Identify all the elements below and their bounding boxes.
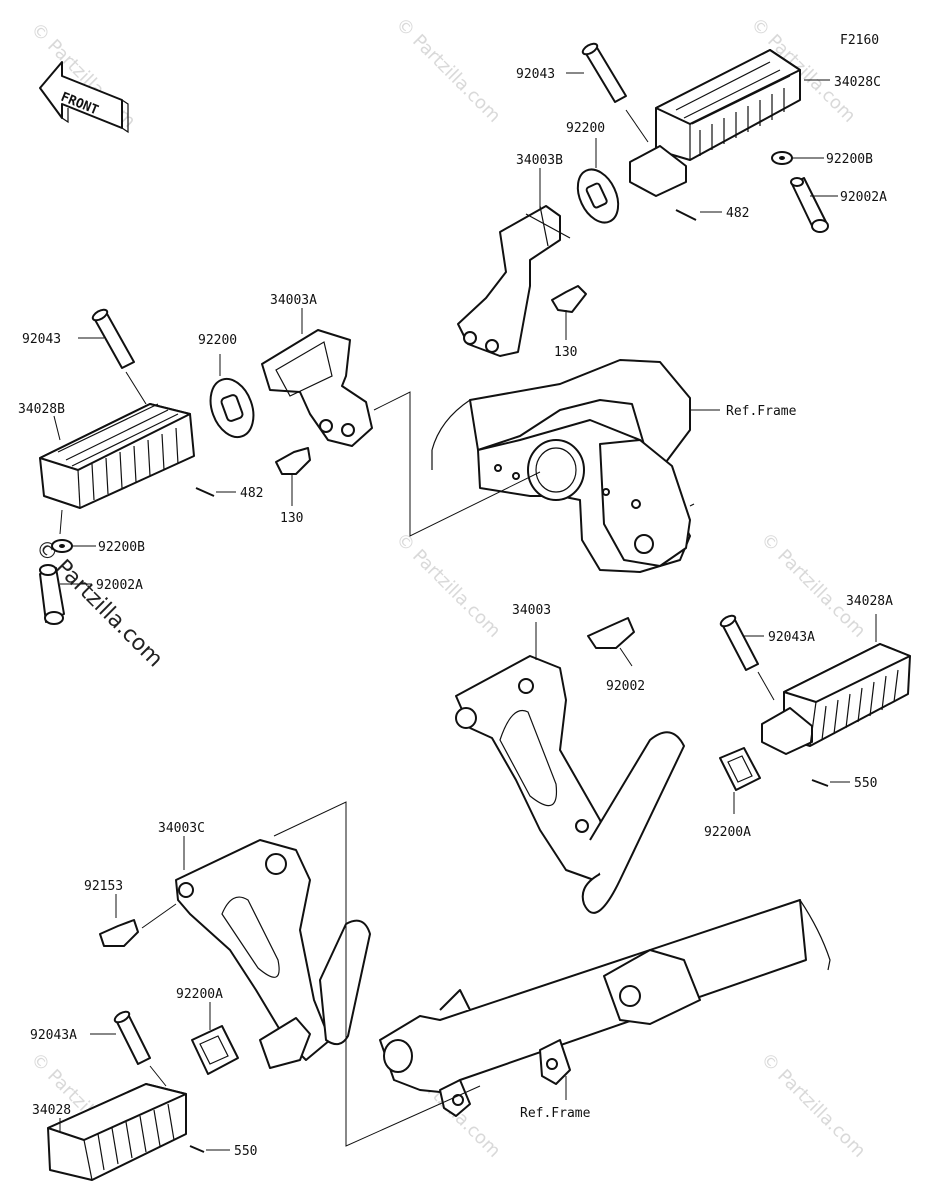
bracket-34003B[interactable] [457,205,571,357]
label-ref-frame-bottom: Ref.Frame [520,1106,591,1121]
label-34028B: 34028B [18,402,65,417]
footpeg-34028B[interactable] [39,403,195,509]
label-34028A: 34028A [846,594,893,609]
bolt-92153[interactable] [99,919,139,947]
watermark: © Partzilla.com [391,14,504,127]
label-ref-frame-top: Ref.Frame [726,404,797,419]
label-130-left: 130 [280,511,303,526]
bracket-34003[interactable] [455,655,685,914]
label-130-top: 130 [554,345,577,360]
cotter-pin-482-left[interactable] [195,487,215,497]
bolt-92002[interactable] [587,617,635,649]
cotter-pin-550-right[interactable] [811,779,829,787]
bolt-92002A-top[interactable] [790,177,829,233]
footpeg-34028C[interactable] [629,49,801,197]
peg-ribs [57,403,179,501]
washer-92200B-left[interactable] [51,539,73,553]
peg-ribs [821,669,899,741]
label-482-top: 482 [726,206,749,221]
bracket-frame-link-bottom [273,801,347,904]
label-92043A-right: 92043A [768,630,815,645]
watermark-layer: © Partzilla.com © Partzilla.com © Partzi… [26,14,869,1162]
frame-lower [379,899,831,1117]
pin-92043A-left[interactable] [113,1010,151,1065]
label-92200-top: 92200 [566,121,605,136]
washer-92200B-top[interactable] [771,151,793,165]
label-92200A-left: 92200A [176,987,223,1002]
label-92200B-left: 92200B [98,540,145,555]
frame-bracket-link-top [373,391,541,537]
cotter-pin-482-top[interactable] [675,209,697,221]
peg-ribs [97,1103,175,1171]
bolt-130-left[interactable] [275,447,311,475]
peg-ribs [675,61,791,156]
part-labels: 92043 34028C 92200 34003B 92200B 92002A … [18,67,893,1159]
label-34003B: 34003B [516,153,563,168]
label-92200A-right: 92200A [704,825,751,840]
washer-92200-top[interactable] [570,163,626,229]
label-550-left: 550 [234,1144,257,1159]
pin-92043-top[interactable] [581,42,627,103]
label-34028: 34028 [32,1103,71,1118]
washer-92200-left[interactable] [203,373,261,443]
footpeg-34028A[interactable] [761,643,911,755]
label-550-right: 550 [854,776,877,791]
frame-upper [431,359,695,573]
label-92153: 92153 [84,879,123,894]
label-34028C: 34028C [834,75,881,90]
label-92043A-left: 92043A [30,1028,77,1043]
label-92002A-left: 92002A [96,578,143,593]
label-92200B-top: 92200B [826,152,873,167]
label-92200-left: 92200 [198,333,237,348]
watermark: © Partzilla.com [756,529,869,642]
pin-92043A-right[interactable] [719,614,759,671]
label-34003: 34003 [512,603,551,618]
label-92043-top: 92043 [516,67,555,82]
label-92043-left: 92043 [22,332,61,347]
bolt-130-top[interactable] [551,285,587,313]
label-92002: 92002 [606,679,645,694]
washer-92200A-left[interactable] [191,1025,239,1075]
label-34003A: 34003A [270,293,317,308]
washer-92200A-right[interactable] [719,747,761,791]
bracket-34003C[interactable] [175,839,371,1069]
bracket-34003A[interactable] [261,329,373,447]
frame-bracket-link-bottom [345,904,481,1147]
bolt-92002A-left[interactable] [39,564,65,625]
watermark: © Partzilla.com [756,1049,869,1162]
watermark: © Partzilla.com [391,529,504,642]
figure-code: F2160 [840,33,879,48]
label-482-left: 482 [240,486,263,501]
leader-lines [53,72,877,1151]
footpeg-34028[interactable] [47,1083,187,1181]
label-92002A-top: 92002A [840,190,887,205]
cotter-pin-550-left[interactable] [189,1145,205,1153]
pin-92043-left[interactable] [91,308,135,369]
label-34003C: 34003C [158,821,205,836]
